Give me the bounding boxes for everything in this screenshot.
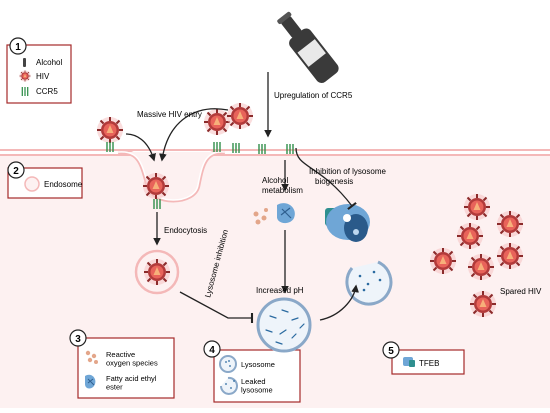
inhibition-label-line1: Inhibition of lysosome: [309, 167, 386, 176]
alcohol-label-line1: Alcohol: [262, 176, 288, 185]
legend-box-1: 1 Alcohol HIV CCR5: [6, 37, 72, 104]
legend-1-number: 1: [15, 42, 21, 53]
invagination-inner: [117, 151, 226, 201]
endocytosis-label: Endocytosis: [164, 226, 207, 235]
legend-endosome-label: Endosome: [44, 180, 83, 189]
legend-alcohol-label: Alcohol: [36, 58, 62, 67]
leak-arrow: [319, 284, 359, 321]
ros-cluster: [253, 208, 268, 225]
legend-tfeb-label: TFEB: [419, 359, 439, 368]
endosome-icon: [24, 176, 40, 192]
inhibition-label-line2: biogenesis: [315, 177, 353, 186]
legend-lysosome-label: Lysosome: [241, 360, 275, 369]
hiv-icon: [19, 70, 31, 82]
faee-molecule: [276, 203, 295, 224]
faee-icon: [85, 374, 96, 389]
massive-entry-arrow: [159, 108, 229, 162]
legend-ccr5-label: CCR5: [36, 87, 58, 96]
large-lysosome: [256, 297, 312, 353]
tfeb-icon: [403, 357, 415, 367]
surface-hiv-left: [96, 116, 124, 153]
lysosome-icon: [219, 355, 237, 373]
biogenesis-inhibition-line: [295, 147, 357, 210]
legend-5-number: 5: [388, 346, 394, 357]
legend-hiv-label: HIV: [36, 72, 50, 81]
legend-4-number: 4: [209, 345, 215, 356]
increased-ph-label: Increased pH: [256, 286, 304, 295]
spared-hiv-label: Spared HIV: [500, 287, 542, 296]
ros-icon: [85, 350, 98, 364]
legend-box-5: 5 TFEB: [382, 341, 465, 375]
legend-3-number: 3: [75, 334, 81, 345]
surface-hiv-right: [203, 102, 254, 154]
entry-arrow-left: [125, 133, 156, 162]
leaked-lysosome: [345, 260, 393, 306]
massive-entry-label: Massive HIV entry: [137, 110, 202, 119]
bottle-icon: [23, 58, 26, 67]
alcohol-bottle-icon: [277, 11, 339, 83]
arrows: [125, 72, 359, 324]
legend-box-2: 2 Endosome: [7, 161, 83, 199]
leaked-lysosome-icon: [220, 376, 238, 395]
alcohol-label-line2: metabolism: [262, 186, 303, 195]
lysosome-inhibition-line: [179, 291, 254, 324]
endosome-with-hiv: [134, 249, 180, 295]
upregulation-label: Upregulation of CCR5: [274, 91, 353, 100]
cell-membrane: [0, 149, 550, 156]
legend-2-number: 2: [13, 166, 19, 177]
tfeb-complex: [325, 204, 370, 242]
